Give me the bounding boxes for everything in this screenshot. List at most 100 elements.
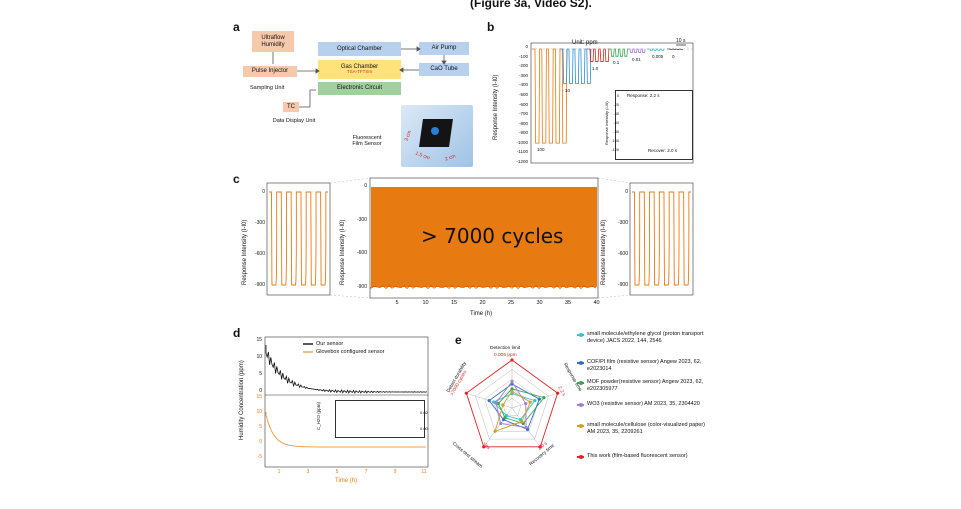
panel-b-group-label: 0.1: [613, 60, 620, 66]
panel-d-ytick-bottom: 5: [259, 424, 262, 430]
radar-point: [524, 425, 528, 430]
panel-b-ytick: -1100: [516, 149, 528, 155]
radar-point: [510, 389, 514, 393]
radar-series: [495, 380, 527, 428]
legend-marker: [579, 380, 583, 385]
legend-glovebox: Glovebox configured sensor: [316, 349, 385, 355]
radar-point: [538, 445, 542, 449]
inset-ytick: -60: [613, 121, 620, 125]
air-pump-box: Air Pump: [419, 42, 469, 55]
panel-b-ytick: -900: [518, 130, 528, 136]
legend-text: This work (film-based fluorescent sensor…: [587, 453, 688, 459]
glovebox-trace: [265, 412, 426, 448]
panel-b-ytick: 0: [525, 44, 528, 49]
panel-d-inset-ytick: 0.00: [420, 426, 428, 431]
panel-b-ytick: -700: [518, 111, 528, 117]
scale-label: 10 s: [676, 38, 686, 44]
radar-axis-label: Detection limit: [490, 346, 521, 351]
panel-d-xtick: 7: [364, 469, 368, 475]
radar-series: [497, 388, 545, 425]
legend-text: small molecule/cellulose (color-visualiz…: [587, 422, 705, 435]
panel-c-ytick: -900: [254, 282, 265, 288]
panel-c-cycle-trace: [269, 191, 328, 286]
panel-c-ytick: -600: [617, 251, 628, 257]
tc-box: TC: [283, 102, 299, 112]
radar-point: [528, 400, 532, 404]
radar-series: [488, 383, 540, 430]
tsa-label: TSA-TFTSm: [346, 69, 373, 75]
panel-b-group-label: 100: [537, 147, 545, 153]
panel-label-d: d: [233, 326, 241, 340]
inset-recover: Recover: 2.0 s: [648, 148, 678, 153]
sampling-unit-label: Sampling Unit: [250, 85, 285, 91]
radar-series: [494, 390, 531, 433]
radar-grid-ring: [502, 398, 522, 416]
panel-b-ytick: -800: [518, 120, 528, 126]
radar-series: [465, 359, 559, 448]
radar-point: [542, 396, 546, 400]
panel-c-ytick: 0: [262, 189, 265, 195]
panel-b-trace: [608, 48, 628, 57]
legend-text: MOF powder(resistive sensor) Angew 2023,…: [587, 379, 704, 392]
panel-d-xtick: 11: [421, 469, 427, 475]
radar-point: [520, 419, 524, 424]
panel-c-lower-envelope: [370, 284, 597, 290]
panel-b-ytick: -300: [518, 72, 528, 78]
cao-tube-box: CaO Tube: [419, 63, 469, 76]
legend-text: COF/PI film (resistive sensor) Angew 202…: [587, 359, 702, 372]
radar-point: [499, 421, 503, 426]
panel-c-xtick: 5: [395, 300, 399, 306]
radar-series: [492, 393, 536, 421]
panel-c-xtick: 35: [564, 300, 572, 306]
panel-b-ytick: -200: [518, 63, 528, 69]
panel-b-trace: [560, 48, 592, 84]
legend-marker: [579, 332, 583, 337]
radar-point: [510, 387, 514, 391]
panel-c-cycle-trace: [632, 191, 691, 286]
inset-ytick: -40: [613, 112, 620, 116]
radar-point: [524, 401, 528, 406]
panel-c-xtick: 40: [593, 300, 600, 306]
electronic-circuit-box: Electronic Circuit: [318, 82, 401, 95]
panel-b-trace: [587, 48, 610, 62]
sensor-label: Fluorescent Film Sensor: [352, 135, 382, 147]
panel-d-inset: [335, 400, 425, 438]
inset-response: Response: 2.2 s: [627, 93, 660, 98]
panel-b-trace: [627, 48, 646, 54]
optical-chamber-box: Optical Chamber: [318, 42, 401, 56]
panel-b-frame: [530, 42, 694, 164]
legend-marker: [579, 402, 583, 407]
inset-ytick: -100: [611, 139, 619, 143]
ultraflow-box: Ultraflow Humidity: [252, 31, 294, 52]
panel-b-inset: [615, 90, 693, 160]
radar-point: [493, 429, 497, 433]
panel-label-e: e: [455, 333, 462, 347]
radar-point: [510, 358, 514, 362]
panel-d-xtick: 1: [277, 469, 281, 475]
panel-b-group-label: 0.01: [632, 56, 641, 62]
panel-d-ytick-top: 10: [256, 354, 262, 360]
panel-label-a: a: [233, 20, 240, 34]
inset-ytick: -120: [611, 148, 619, 152]
panel-label-b: b: [487, 20, 495, 34]
panel-d-ytick-top: 0: [259, 388, 262, 394]
legend-text: small molecule/ethylene glycol (proton t…: [587, 331, 704, 344]
radar-grid-ring: [484, 378, 540, 432]
panel-d-ytick-bottom: 15: [256, 394, 262, 400]
radar-point: [464, 391, 468, 395]
legend-marker: [579, 454, 583, 459]
panel-d-xtick: 5: [335, 469, 339, 475]
panel-b-ytick: -600: [518, 101, 528, 107]
our-sensor-trace: [265, 345, 427, 394]
sensor-photo: 3 cm 1.5 cm 2 cm: [401, 105, 473, 167]
legend-our-sensor: Our sensor: [316, 341, 344, 347]
radar-point: [487, 398, 491, 403]
radar-point: [501, 403, 505, 407]
gas-chamber-label: Gas Chamber: [340, 63, 379, 70]
panel-label-c: c: [233, 172, 240, 186]
radar-point: [556, 391, 560, 395]
